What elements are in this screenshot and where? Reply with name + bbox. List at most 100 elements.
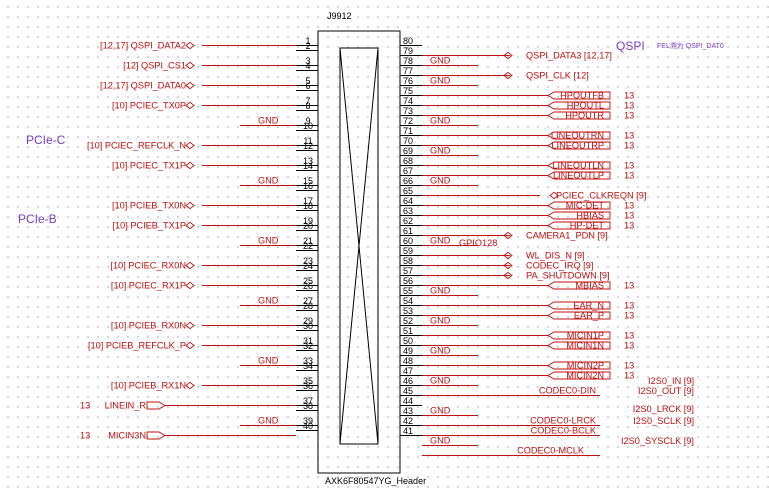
gnd-net-label: GND (430, 376, 451, 386)
pin-number: 3 (305, 56, 310, 66)
pin-number: 79 (403, 46, 413, 56)
port-symbol (503, 71, 513, 80)
net-label: LINEOUTLP (553, 171, 604, 181)
net-label: [10] PCIEC_RX0N (110, 261, 186, 271)
pin-number: 60 (403, 236, 413, 246)
port-symbol (185, 281, 195, 290)
gnd-net-label: GND (430, 436, 451, 446)
pin-number: 32 (303, 341, 313, 351)
pin-number: 49 (403, 346, 413, 356)
port-symbol (547, 361, 611, 370)
page-ref: 13 (624, 101, 634, 111)
i2s-net-label: I2S0_LRCK [9] (633, 404, 694, 414)
gnd-net-label: GND (258, 176, 279, 186)
pin-number: 63 (403, 206, 413, 216)
net-label: [10] PCIEB_RX0N (111, 321, 186, 331)
pin-number: 19 (303, 216, 313, 226)
port-symbol (185, 61, 195, 70)
page-ref: 13 (624, 221, 634, 231)
pin-number: 62 (403, 216, 413, 226)
net-label: CODEC0-BCLK (531, 426, 597, 436)
page-ref: 13 (624, 301, 634, 311)
port-symbol (146, 431, 166, 440)
gnd-net-label: GND (430, 236, 451, 246)
pin-number: 8 (305, 101, 310, 111)
net-label: QSPI_DATA3 [12,17] (526, 51, 612, 61)
port-symbol (503, 271, 513, 280)
net-label: HPOUTL (567, 101, 604, 111)
pin-number: 37 (303, 396, 313, 406)
pin-number: 14 (303, 161, 313, 171)
pin-number: 30 (303, 321, 313, 331)
port-symbol (547, 201, 611, 210)
pin-number: 35 (303, 376, 313, 386)
port-symbol (146, 401, 166, 410)
gnd-net-label: GND (258, 416, 279, 426)
pcie-c-group-label: PCIe-C (26, 133, 66, 147)
pin-number: 53 (403, 306, 413, 316)
gnd-net-label: GND (258, 356, 279, 366)
pin-number: 5 (305, 76, 310, 86)
port-symbol (185, 321, 195, 330)
net-label: CODEC0-LRCK (530, 416, 597, 426)
pin-number: 80 (403, 36, 413, 46)
pin-number: 15 (303, 176, 313, 186)
pin-number: 21 (303, 236, 313, 246)
pin-number: 68 (403, 156, 413, 166)
gnd-net-label: GND (430, 116, 451, 126)
pin-number: 10 (303, 121, 313, 131)
pin-number: 7 (305, 96, 310, 106)
pin-number: 4 (305, 61, 310, 71)
pin-number: 34 (303, 361, 313, 371)
pin-number: 55 (403, 286, 413, 296)
pin-number: 31 (303, 336, 313, 346)
pin-number: 27 (303, 296, 313, 306)
net-label: EAR_P (574, 311, 604, 321)
port-symbol (549, 191, 559, 200)
port-symbol (185, 341, 195, 350)
net-label: MICIN1N (566, 341, 604, 351)
page-ref: 13 (624, 131, 634, 141)
gnd-net-label: GND (430, 316, 451, 326)
connector-part-number: AXK6F80547YG_Header (325, 476, 426, 486)
pin-number: 13 (303, 156, 313, 166)
port-symbol (503, 231, 513, 240)
net-label: EAR_N (573, 301, 604, 311)
port-symbol (547, 221, 611, 230)
net-label: [10] PCIEC_TX1P (112, 161, 186, 171)
pin-number: 74 (403, 96, 413, 106)
pin-number: 24 (303, 261, 313, 271)
port-symbol (185, 41, 195, 50)
net-label: LINEOUTRP (551, 141, 604, 151)
net-label: MICIN1P (567, 331, 604, 341)
i2s-net-label: I2S0_SCLK [9] (633, 416, 694, 426)
gnd-net-label: GND (430, 176, 451, 186)
net-label: [10] PCIEC_REFCLK_N (87, 141, 186, 151)
pin-number: 42 (403, 416, 413, 426)
net-label: [10] PCIEB_REFCLK_P (88, 341, 186, 351)
port-symbol (185, 101, 195, 110)
pin-number: 64 (403, 196, 413, 206)
pin-number: 48 (403, 356, 413, 366)
port-symbol (503, 251, 513, 260)
port-symbol (185, 141, 195, 150)
port-symbol (547, 111, 611, 120)
port-symbol (547, 171, 611, 180)
gnd-net-label: GND (258, 116, 279, 126)
page-ref: 13 (624, 201, 634, 211)
pin-number: 11 (303, 136, 312, 146)
pin-number: 69 (403, 146, 413, 156)
gnd-net-label: GND (258, 236, 279, 246)
pcie-b-group-label: PCIe-B (18, 212, 57, 226)
port-symbol (547, 301, 611, 310)
connector-inner-outline (339, 47, 379, 445)
port-symbol (185, 221, 195, 230)
page-ref: 13 (624, 331, 634, 341)
port-symbol (185, 381, 195, 390)
page-ref: 13 (624, 161, 634, 171)
gnd-net-label: GND (430, 56, 451, 66)
page-ref: 13 (80, 401, 90, 411)
net-label: [12] QSPI_CS1 (123, 61, 186, 71)
pin-number: 38 (303, 401, 313, 411)
port-symbol (547, 331, 611, 340)
